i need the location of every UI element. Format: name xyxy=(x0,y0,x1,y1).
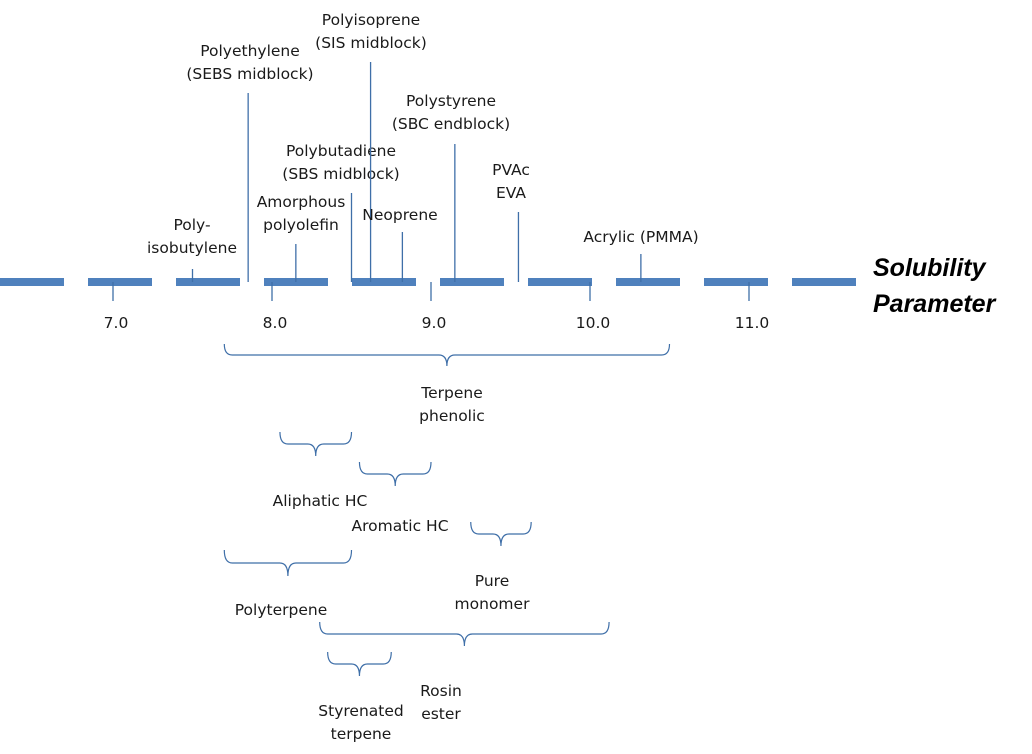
polymer-polystyrene-label-line2: (SBC endblock) xyxy=(392,115,510,133)
axis-dash-segment xyxy=(704,278,768,286)
range-brace xyxy=(319,621,610,647)
tackifier-aromatic-hc: Aromatic HC xyxy=(351,461,449,535)
axis-title-line1: Solubility xyxy=(873,254,987,282)
tackifier-terpene-phenolic: Terpene phenolic xyxy=(223,343,671,425)
axis-dash-segment xyxy=(0,278,64,286)
axis-dash-segment xyxy=(528,278,592,286)
tackifier-rosin-ester-label-line2: ester xyxy=(421,705,461,723)
axis-tick-label: 11.0 xyxy=(735,314,770,332)
polymer-amorphous-polyolefin-label-line2: polyolefin xyxy=(263,216,339,234)
polymer-polyethylene: Polyethylene (SEBS midblock) xyxy=(186,42,314,282)
polymer-pvac-eva-label-line1: PVAc xyxy=(492,161,530,179)
tackifier-pure-monomer-label-line1: Pure xyxy=(475,572,509,590)
polymer-polybutadiene-label-line1: Polybutadiene xyxy=(286,142,396,160)
range-brace xyxy=(358,461,432,487)
polymer-polyisobutylene: Poly-isobutylene xyxy=(147,216,237,282)
axis-line xyxy=(0,278,856,286)
polymer-polystyrene-label-line1: Polystyrene xyxy=(406,92,496,110)
axis-tick-label: 10.0 xyxy=(576,314,611,332)
tackifier-pure-monomer-label-line2: monomer xyxy=(455,595,531,613)
axis-dash-segment xyxy=(176,278,240,286)
tackifier-styrenated-terpene: Styrenated terpene xyxy=(318,651,404,743)
polymer-amorphous-polyolefin: Amorphous polyolefin xyxy=(257,193,346,282)
range-brace xyxy=(279,431,353,457)
axis-dash-segment xyxy=(616,278,680,286)
tackifier-rosin-ester-label-line1: Rosin xyxy=(420,682,462,700)
axis-tick-labels: 7.0 8.0 9.0 10.0 11.0 xyxy=(104,314,770,332)
polymer-polyisoprene-label-line2: (SIS midblock) xyxy=(315,34,427,52)
axis-tick-label: 8.0 xyxy=(263,314,288,332)
tackifier-pure-monomer: Pure monomer xyxy=(455,521,532,613)
tackifier-styrenated-terpene-label-line1: Styrenated xyxy=(318,702,403,720)
range-brace xyxy=(223,549,353,577)
polymer-markers: Poly-isobutylene Polyethylene (SEBS midblo… xyxy=(147,11,699,282)
axis-dash-segment xyxy=(352,278,416,286)
tackifier-terpene-phenolic-label-line2: phenolic xyxy=(419,407,485,425)
tackifier-aliphatic-hc: Aliphatic HC xyxy=(273,431,368,510)
polymer-acrylic-pmma: Acrylic (PMMA) xyxy=(583,228,699,282)
tackifier-rosin-ester: Rosin ester xyxy=(319,621,610,723)
polymer-polyisoprene: Polyisoprene (SIS midblock) xyxy=(315,11,427,282)
polymer-polyisobutylene-label-line1: Poly- xyxy=(173,216,210,234)
tackifier-polyterpene: Polyterpene xyxy=(223,549,353,619)
polymer-neoprene: Neoprene xyxy=(362,206,438,282)
axis-tick-label: 7.0 xyxy=(104,314,129,332)
axis-dash-segment xyxy=(88,278,152,286)
axis-dash-segment xyxy=(440,278,504,286)
polymer-polyethylene-label-line1: Polyethylene xyxy=(200,42,300,60)
axis-dash-segment xyxy=(792,278,856,286)
polymer-polybutadiene-label-line2: (SBS midblock) xyxy=(282,165,399,183)
tackifier-terpene-phenolic-label-line1: Terpene xyxy=(420,384,482,402)
axis-ticks xyxy=(112,282,750,301)
axis-tick-label: 9.0 xyxy=(422,314,447,332)
polymer-neoprene-label-line1: Neoprene xyxy=(362,206,437,224)
polymer-polyethylene-label-line2: (SEBS midblock) xyxy=(186,65,313,83)
tackifier-aromatic-hc-label-line1: Aromatic HC xyxy=(351,517,448,535)
range-brace xyxy=(223,343,671,367)
polymer-acrylic-pmma-label-line1: Acrylic (PMMA) xyxy=(583,228,698,246)
polymer-polystyrene: Polystyrene (SBC endblock) xyxy=(392,92,510,282)
polymer-polyisobutylene-label-line2: isobutylene xyxy=(147,239,237,257)
polymer-amorphous-polyolefin-label-line1: Amorphous xyxy=(257,193,346,211)
range-brace xyxy=(327,651,392,677)
axis-title-line2: Parameter xyxy=(873,290,997,318)
polymer-pvac-eva-label-line2: EVA xyxy=(496,184,526,202)
polymer-polyisoprene-label-line1: Polyisoprene xyxy=(322,11,420,29)
range-brace xyxy=(470,521,532,547)
tackifier-aliphatic-hc-label-line1: Aliphatic HC xyxy=(273,492,368,510)
tackifier-styrenated-terpene-label-line2: terpene xyxy=(331,725,392,743)
tackifier-polyterpene-label-line1: Polyterpene xyxy=(235,601,327,619)
